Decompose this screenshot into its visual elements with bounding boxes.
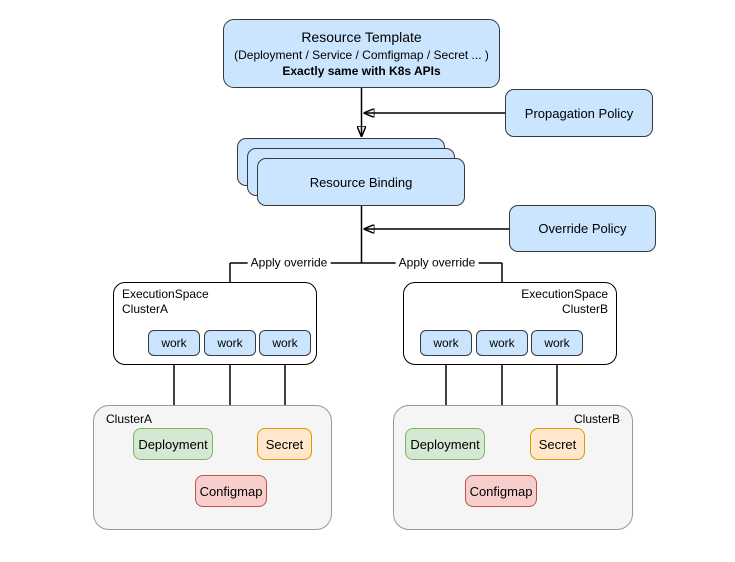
work-box-b1: work <box>420 330 472 356</box>
secret-label: Secret <box>265 436 304 452</box>
resource-binding-box: Resource Binding <box>257 158 465 206</box>
work-box-a2: work <box>204 330 256 356</box>
work-label: work <box>161 336 187 350</box>
deployment-label: Deployment <box>138 436 208 452</box>
cluster-a-secret-box: Secret <box>257 428 312 460</box>
override-policy-label: Override Policy <box>538 221 627 236</box>
apply-override-label-right: Apply override <box>395 255 479 271</box>
execution-space-b-line1: ExecutionSpace <box>521 287 608 301</box>
execution-space-a-line1: ExecutionSpace <box>122 287 209 301</box>
configmap-label: Configmap <box>199 483 263 499</box>
propagation-policy-label: Propagation Policy <box>524 105 634 121</box>
resource-template-subtitle: (Deployment / Service / Comfigmap / Secr… <box>234 48 489 62</box>
execution-space-b-label: ExecutionSpace ClusterB <box>521 287 608 317</box>
cluster-b-box: ClusterB <box>393 405 633 530</box>
cluster-a-box: ClusterA <box>93 405 332 530</box>
work-box-a1: work <box>148 330 200 356</box>
cluster-a-configmap-box: Configmap <box>195 475 267 507</box>
resource-template-title: Resource Template <box>301 29 422 45</box>
execution-space-b-line2: ClusterB <box>561 302 608 316</box>
work-label: work <box>433 336 459 350</box>
execution-space-a-line2: ClusterA <box>122 302 169 316</box>
configmap-label: Configmap <box>469 483 533 499</box>
execution-space-a-label: ExecutionSpace ClusterA <box>122 287 209 317</box>
apply-override-label-left: Apply override <box>247 255 331 271</box>
cluster-b-configmap-box: Configmap <box>465 475 537 507</box>
override-policy-box: Override Policy <box>509 205 656 252</box>
cluster-a-deployment-box: Deployment <box>133 428 213 460</box>
resource-template-box: Resource Template (Deployment / Service … <box>223 19 500 88</box>
work-label: work <box>217 336 243 350</box>
cluster-b-label: ClusterB <box>573 412 620 426</box>
resource-binding-label: Resource Binding <box>309 174 413 190</box>
cluster-b-deployment-box: Deployment <box>405 428 485 460</box>
resource-template-note: Exactly same with K8s APIs <box>282 64 441 78</box>
work-box-b3: work <box>531 330 583 356</box>
cluster-a-label: ClusterA <box>106 412 153 426</box>
work-box-b2: work <box>476 330 528 356</box>
work-label: work <box>272 336 298 350</box>
work-box-a3: work <box>259 330 311 356</box>
propagation-policy-box: Propagation Policy <box>505 89 653 137</box>
cluster-b-secret-box: Secret <box>530 428 585 460</box>
work-label: work <box>489 336 515 350</box>
work-label: work <box>544 336 570 350</box>
secret-label: Secret <box>538 436 577 452</box>
deployment-label: Deployment <box>410 436 480 452</box>
